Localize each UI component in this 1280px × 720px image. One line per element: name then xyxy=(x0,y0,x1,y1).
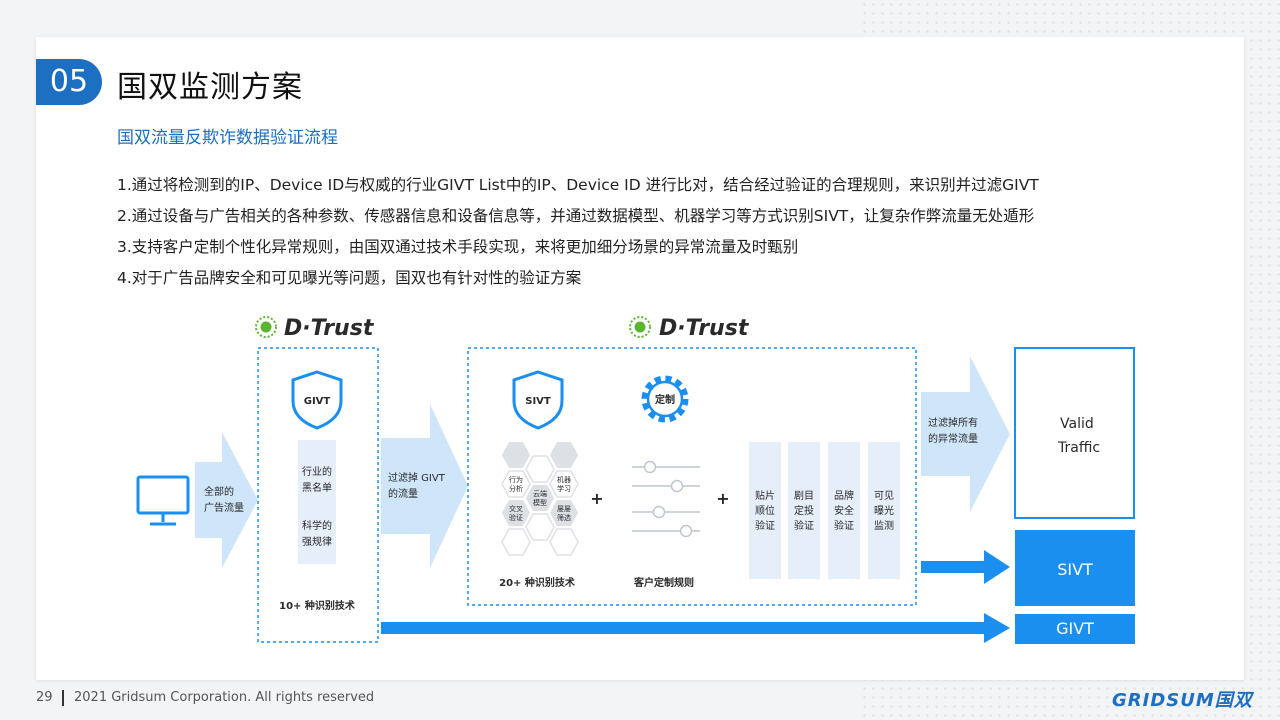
valid-traffic-box: Valid Traffic xyxy=(1014,347,1135,519)
verification-column: 剧目 定投 验证 xyxy=(788,442,820,579)
blacklist-panel xyxy=(298,440,336,564)
verification-column: 品牌 安全 验证 xyxy=(828,442,860,579)
hex-label-line: 屡屡 xyxy=(557,505,571,513)
sivt-output-label: SIVT xyxy=(1057,560,1093,579)
plus-sign: + xyxy=(716,489,729,508)
valid-label-line: Traffic xyxy=(1057,440,1100,456)
hex-label-line: 筛选 xyxy=(557,513,571,522)
givt-detection-box: GIVT 行业的 黑名单 科学的 强规律 10+ 种识别技术 xyxy=(257,347,379,643)
brand-burst-icon xyxy=(629,316,651,338)
gridsum-logo: GRIDSUM国双 xyxy=(1112,690,1253,711)
arrow-label-line: 的流量 xyxy=(388,487,418,500)
custom-badge-label: 定制 xyxy=(655,393,675,406)
point-list: 1.通过将检测到的IP、Device ID与权威的行业GIVT List中的IP… xyxy=(117,173,1039,297)
section-number-badge: 05 xyxy=(36,59,102,105)
slider-rules-icon xyxy=(632,460,700,538)
brand-burst-icon xyxy=(255,316,277,338)
givt-output-label: GIVT xyxy=(1056,619,1094,638)
hexagon-cell xyxy=(501,528,531,556)
hexagon-cell xyxy=(502,500,530,526)
point-item: 1.通过将检测到的IP、Device ID与权威的行业GIVT List中的IP… xyxy=(117,176,1039,194)
givt-output-box: GIVT xyxy=(1015,614,1135,644)
slider-caption: 客户定制规则 xyxy=(633,576,694,589)
arrow-label-line: 过滤掉 GIVT xyxy=(388,471,446,484)
brand-label: D·Trust xyxy=(284,316,375,341)
hexagon-cell xyxy=(550,500,578,526)
column-text-line: 验证 xyxy=(834,519,854,532)
filter-givt-arrow: 过滤掉 GIVT 的流量 xyxy=(381,404,468,568)
column-text-line: 曝光 xyxy=(874,504,894,517)
column-text-line: 顺位 xyxy=(755,504,775,517)
column-text-line: 定投 xyxy=(794,504,814,517)
plus-sign: + xyxy=(590,489,603,508)
point-item: 3.支持客户定制个性化异常规则，由国双通过技术手段实现，来将更加细分场景的异常流… xyxy=(117,238,799,256)
point-item: 4.对于广告品牌安全和可见曝光等问题，国双也有针对性的验证方案 xyxy=(117,269,582,287)
copyright-text: 2021 Gridsum Corporation. All rights res… xyxy=(74,690,375,705)
sivt-detection-box: SIVT 定制 行为 分析 机器 学习 云端 模型 交叉 xyxy=(467,347,917,606)
shield-label: GIVT xyxy=(304,396,331,407)
brand-logo-right: D·Trust xyxy=(629,316,750,341)
hexagon-cell xyxy=(525,513,555,541)
valid-label-line: Valid xyxy=(1060,416,1094,432)
column-text-line: 可见 xyxy=(874,490,894,502)
hex-label-line: 交叉 xyxy=(509,504,523,513)
column-text-line: 品牌 xyxy=(834,489,854,502)
footer-divider xyxy=(62,690,64,706)
hexagon-technique-grid: 行为 分析 机器 学习 云端 模型 交叉 验证 屡屡 筛选 xyxy=(501,442,579,556)
brand-logo-left: D·Trust xyxy=(255,316,375,341)
monitor-icon xyxy=(136,475,190,526)
column-text-line: 剧目 xyxy=(794,490,814,502)
panel-text-line: 行业的 xyxy=(302,465,332,478)
hex-label-line: 行为 xyxy=(509,475,523,484)
hexagon-cell xyxy=(501,470,531,498)
arrow-label-line: 广告流量 xyxy=(204,501,244,514)
givt-output-arrow xyxy=(381,613,1010,643)
panel-text-line: 科学的 xyxy=(302,519,332,532)
givt-caption: 10+ 种识别技术 xyxy=(279,599,355,612)
panel-text-line: 强规律 xyxy=(302,535,332,548)
column-text-line: 验证 xyxy=(794,519,814,532)
column-text-line: 安全 xyxy=(834,504,854,517)
all-traffic-arrow: 全部的 广告流量 xyxy=(195,432,258,568)
hexagon-cell xyxy=(549,528,579,556)
brand-label: D·Trust xyxy=(659,316,750,341)
point-item: 2.通过设备与广告相关的各种参数、传感器信息和设备信息等，并通过数据模型、机器学… xyxy=(117,207,1035,225)
hexagon-cell xyxy=(549,470,579,498)
arrow-label-line: 的异常流量 xyxy=(928,432,978,445)
page-title: 国双监测方案 xyxy=(117,70,303,105)
hexagon-cell xyxy=(525,455,555,483)
verification-column: 贴片 顺位 验证 xyxy=(749,442,781,579)
givt-shield-icon: GIVT xyxy=(291,370,343,430)
hex-label-line: 验证 xyxy=(509,513,523,522)
verification-column: 可见 曝光 监测 xyxy=(868,442,900,579)
hex-label-line: 云端 xyxy=(533,489,547,498)
gear-icon: 定制 xyxy=(641,375,689,423)
hex-label-line: 模型 xyxy=(533,498,547,507)
hex-label-line: 机器 xyxy=(557,475,571,484)
sivt-shield-icon: SIVT xyxy=(512,370,564,430)
hex-caption: 20+ 种识别技术 xyxy=(499,576,575,589)
sivt-output-arrow xyxy=(921,550,1010,584)
page-number: 29 xyxy=(36,690,53,705)
page-subtitle: 国双流量反欺诈数据验证流程 xyxy=(117,128,338,148)
arrow-label-line: 过滤掉所有 xyxy=(928,416,978,429)
panel-text-line: 黑名单 xyxy=(302,481,332,494)
sivt-output-box: SIVT xyxy=(1015,530,1135,606)
column-text-line: 监测 xyxy=(874,519,894,532)
arrow-label-line: 全部的 xyxy=(204,485,234,498)
column-text-line: 验证 xyxy=(755,519,775,532)
hexagon-cell xyxy=(526,485,554,511)
filter-all-arrow: 过滤掉所有 的异常流量 xyxy=(921,356,1010,512)
shield-label: SIVT xyxy=(525,396,551,407)
hexagon-cell xyxy=(550,442,578,468)
column-text-line: 贴片 xyxy=(755,489,775,502)
hex-label-line: 分析 xyxy=(509,484,523,493)
hexagon-cell xyxy=(502,442,530,468)
hex-label-line: 学习 xyxy=(557,484,571,493)
